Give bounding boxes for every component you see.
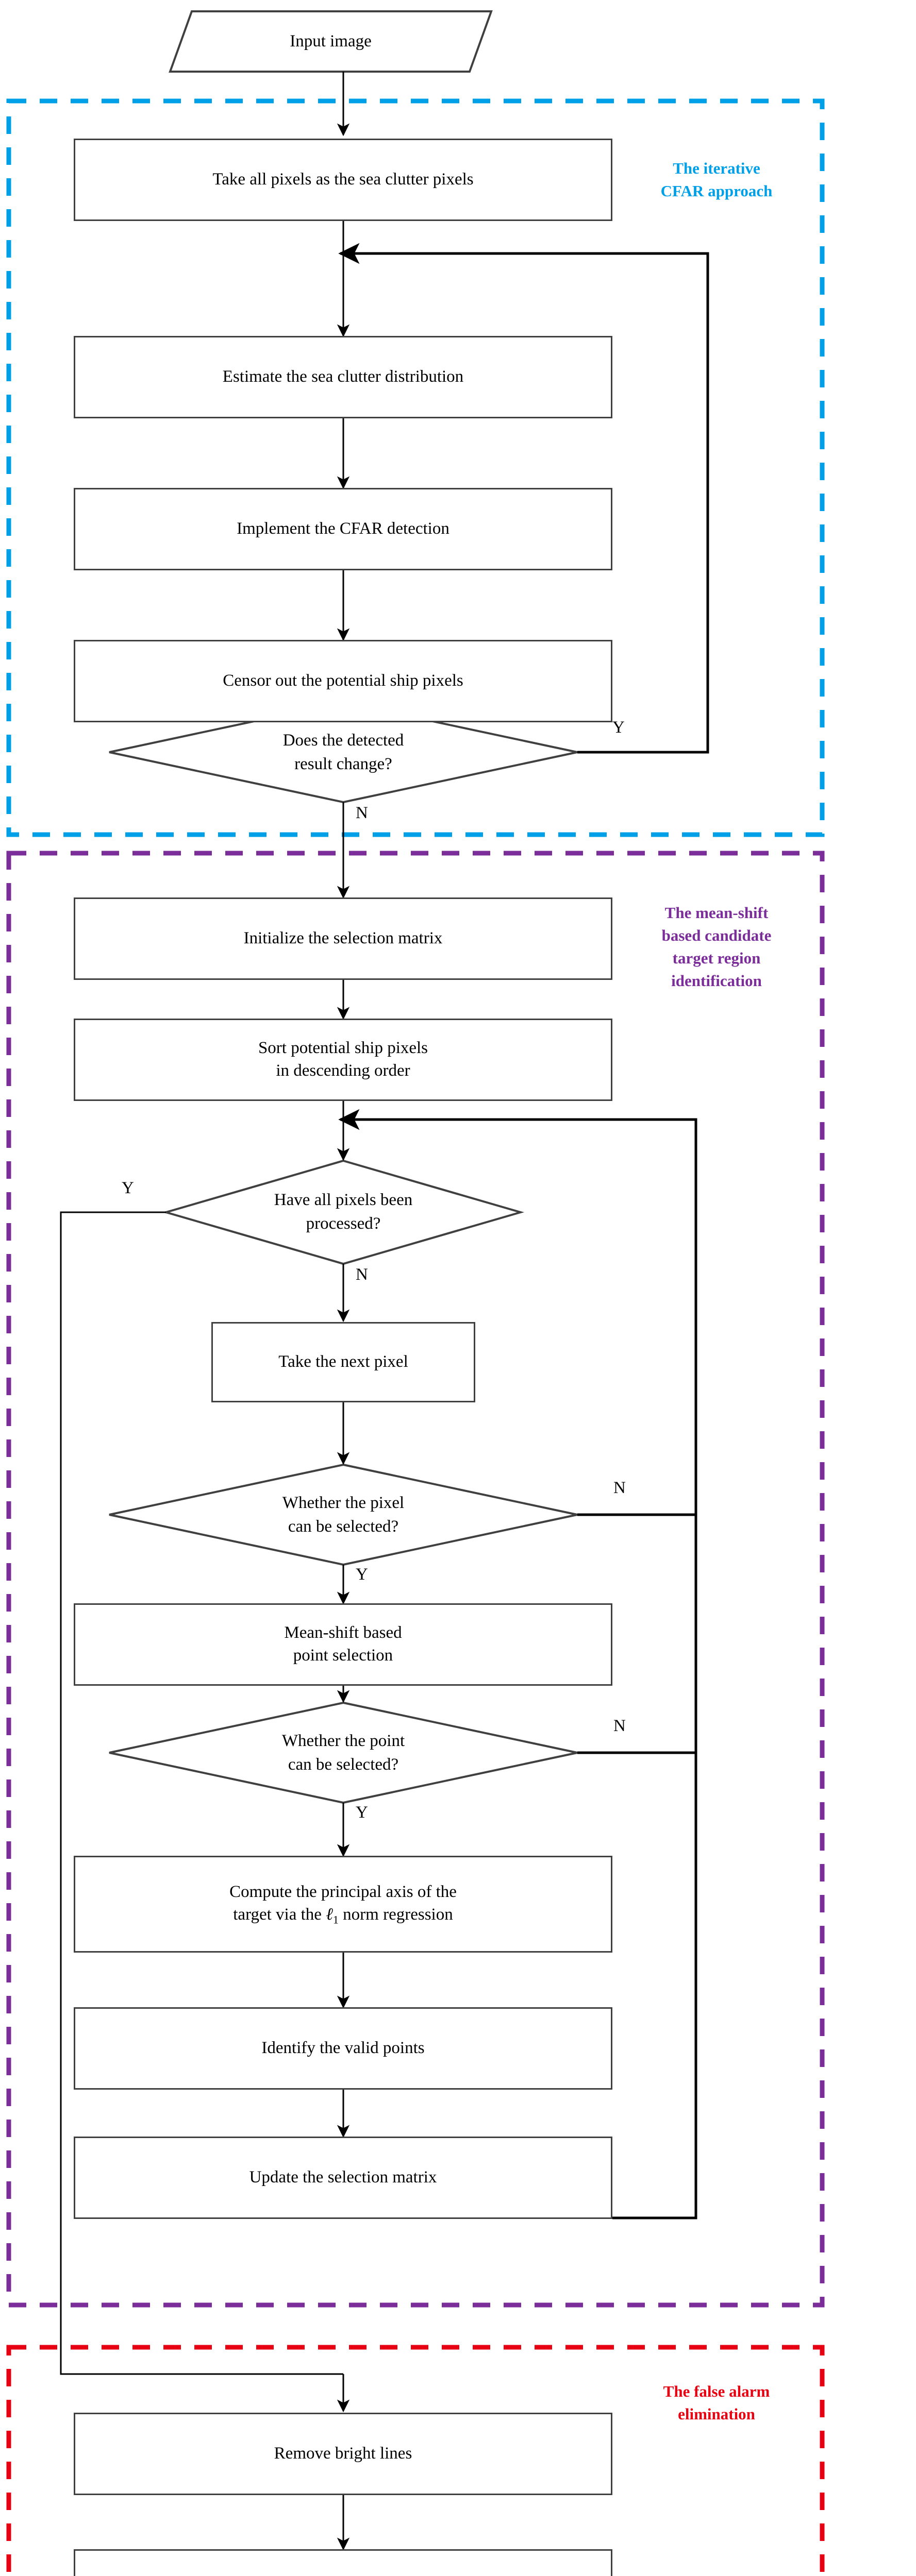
- region-box-mean-shift: [6, 851, 825, 2308]
- decision-result-change-line2: result change?: [294, 755, 392, 773]
- decision-point-selected-line2: can be selected?: [288, 1755, 399, 1774]
- node-decision-all-processed[interactable]: Have all pixels been processed?: [191, 1166, 496, 1259]
- node-mean-shift-selection[interactable]: Mean-shift based point selection: [74, 1603, 612, 1686]
- region-mean-shift-line2: based candidate: [661, 926, 772, 945]
- node-take-all-pixels[interactable]: Take all pixels as the sea clutter pixel…: [74, 139, 612, 221]
- compute-principal-axis-label: Compute the principal axis of the target…: [222, 1881, 464, 1927]
- ell-subscript: 1: [332, 1913, 339, 1926]
- region-mean-shift-line3: target region: [672, 949, 761, 968]
- region-false-alarm-line1: The false alarm: [663, 2382, 770, 2400]
- sort-pixels-line2: in descending order: [276, 1061, 410, 1080]
- region-iterative-cfar-line2: CFAR approach: [660, 182, 773, 200]
- mean-shift-selection-label: Mean-shift based point selection: [277, 1622, 409, 1667]
- decision-point-selected-line1: Whether the point: [281, 1732, 405, 1751]
- update-selection-matrix-label: Update the selection matrix: [249, 2168, 437, 2187]
- node-sort-pixels[interactable]: Sort potential ship pixels in descending…: [74, 1019, 612, 1101]
- estimate-distribution-label: Estimate the sea clutter distribution: [222, 367, 464, 386]
- decision-result-change-label: Does the detected result change?: [283, 729, 404, 776]
- decision-all-processed-line1: Have all pixels been: [274, 1191, 413, 1210]
- node-estimate-distribution[interactable]: Estimate the sea clutter distribution: [74, 336, 612, 418]
- branch-label-point-selected-yes: Y: [356, 1803, 368, 1822]
- node-decision-point-selected[interactable]: Whether the point can be selected?: [155, 1708, 532, 1799]
- decision-all-processed-label: Have all pixels been processed?: [274, 1189, 412, 1235]
- decision-result-change-line1: Does the detected: [282, 731, 404, 750]
- compute-axis-line2-suffix: norm regression: [338, 1905, 453, 1924]
- censor-out-label: Censor out the potential ship pixels: [223, 671, 463, 690]
- decision-all-processed-line2: processed?: [306, 1214, 381, 1233]
- node-compute-principal-axis[interactable]: Compute the principal axis of the target…: [74, 1856, 612, 1953]
- branch-label-all-processed-yes: Y: [122, 1179, 134, 1197]
- branch-label-cfar-no: N: [356, 804, 368, 822]
- branch-label-pixel-selected-yes: Y: [356, 1565, 368, 1584]
- region-mean-shift-line1: The mean-shift: [664, 904, 769, 922]
- branch-label-cfar-yes: Y: [612, 718, 625, 737]
- branch-label-pixel-selected-no: N: [613, 1479, 626, 1497]
- decision-pixel-selected-line2: can be selected?: [288, 1517, 399, 1536]
- compute-axis-line2-prefix: target via the: [233, 1905, 326, 1924]
- input-image-shape: [169, 10, 493, 73]
- region-false-alarm-line2: elimination: [678, 2405, 755, 2424]
- take-all-pixels-label: Take all pixels as the sea clutter pixel…: [212, 170, 474, 189]
- node-remove-azimuth-ambiguities[interactable]: Remove azimuth ambiguities: [74, 2549, 612, 2576]
- branch-label-point-selected-no: N: [613, 1717, 626, 1735]
- mean-shift-selection-line2: point selection: [293, 1646, 393, 1665]
- region-box-iterative-cfar: [6, 98, 825, 837]
- connector-update-matrix-loop: [355, 1118, 697, 2219]
- mean-shift-selection-line1: Mean-shift based: [284, 1623, 402, 1642]
- compute-axis-line1: Compute the principal axis of the: [229, 1883, 457, 1902]
- connector-cfar-yes-loop: [355, 252, 709, 754]
- region-label-iterative-cfar: The iterative CFAR approach: [626, 157, 807, 202]
- node-update-selection-matrix[interactable]: Update the selection matrix: [74, 2137, 612, 2219]
- node-identify-valid-points[interactable]: Identify the valid points: [74, 2007, 612, 2090]
- sort-pixels-label: Sort potential ship pixels in descending…: [251, 1037, 435, 1082]
- region-box-false-alarm: [6, 2345, 825, 2576]
- ell-symbol: ℓ: [326, 1905, 333, 1924]
- branch-label-all-processed-no: N: [356, 1265, 368, 1284]
- sort-pixels-line1: Sort potential ship pixels: [258, 1039, 428, 1058]
- initialize-matrix-label: Initialize the selection matrix: [243, 929, 443, 948]
- node-decision-pixel-selected[interactable]: Whether the pixel can be selected?: [155, 1470, 532, 1561]
- implement-cfar-label: Implement the CFAR detection: [237, 519, 449, 538]
- node-implement-cfar[interactable]: Implement the CFAR detection: [74, 488, 612, 570]
- connector-all-processed-yes: [60, 1211, 343, 2375]
- node-decision-result-change[interactable]: Does the detected result change?: [155, 707, 532, 798]
- node-input-image[interactable]: Input image: [170, 11, 491, 72]
- region-label-mean-shift: The mean-shift based candidate target re…: [626, 902, 807, 992]
- node-initialize-matrix[interactable]: Initialize the selection matrix: [74, 897, 612, 980]
- identify-valid-points-label: Identify the valid points: [261, 2039, 425, 2058]
- remove-bright-lines-label: Remove bright lines: [274, 2444, 412, 2463]
- region-iterative-cfar-line1: The iterative: [673, 159, 760, 177]
- decision-pixel-selected-line1: Whether the pixel: [282, 1494, 405, 1513]
- region-mean-shift-line4: identification: [671, 972, 762, 990]
- decision-pixel-selected-label: Whether the pixel can be selected?: [282, 1492, 404, 1538]
- node-take-next-pixel[interactable]: Take the next pixel: [211, 1322, 475, 1402]
- take-next-pixel-label: Take the next pixel: [278, 1352, 408, 1371]
- region-label-false-alarm: The false alarm elimination: [626, 2380, 807, 2426]
- node-remove-bright-lines[interactable]: Remove bright lines: [74, 2413, 612, 2495]
- input-image-label: Input image: [290, 32, 372, 51]
- node-censor-out[interactable]: Censor out the potential ship pixels: [74, 640, 612, 722]
- decision-point-selected-label: Whether the point can be selected?: [282, 1730, 405, 1776]
